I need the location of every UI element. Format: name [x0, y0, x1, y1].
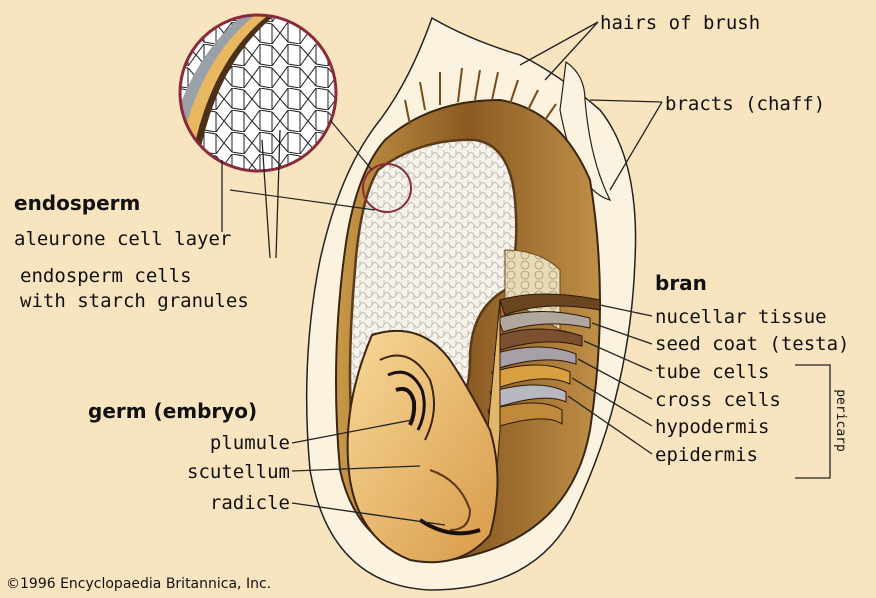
label-epidermis: epidermis	[655, 444, 758, 466]
heading-bran: bran	[655, 272, 707, 294]
label-aleurone: aleurone cell layer	[14, 228, 231, 250]
label-nucellar-tissue: nucellar tissue	[655, 306, 827, 328]
label-scutellum: scutellum	[187, 461, 290, 483]
heading-endosperm: endosperm	[14, 192, 140, 214]
label-seed-coat: seed coat (testa)	[655, 333, 849, 355]
label-radicle: radicle	[210, 492, 290, 514]
label-tube-cells: tube cells	[655, 361, 769, 383]
label-hairs-of-brush: hairs of brush	[600, 12, 760, 34]
label-bracts: bracts (chaff)	[665, 93, 825, 115]
label-plumule: plumule	[210, 432, 290, 454]
label-pericarp: pericarp	[833, 389, 848, 452]
label-endosperm-cells-1: endosperm cells	[20, 265, 192, 287]
copyright-notice: ©1996 Encyclopaedia Britannica, Inc.	[6, 576, 271, 592]
heading-germ: germ (embryo)	[88, 400, 257, 422]
label-cross-cells: cross cells	[655, 389, 781, 411]
label-hypodermis: hypodermis	[655, 416, 769, 438]
label-endosperm-cells-2: with starch granules	[20, 290, 249, 312]
